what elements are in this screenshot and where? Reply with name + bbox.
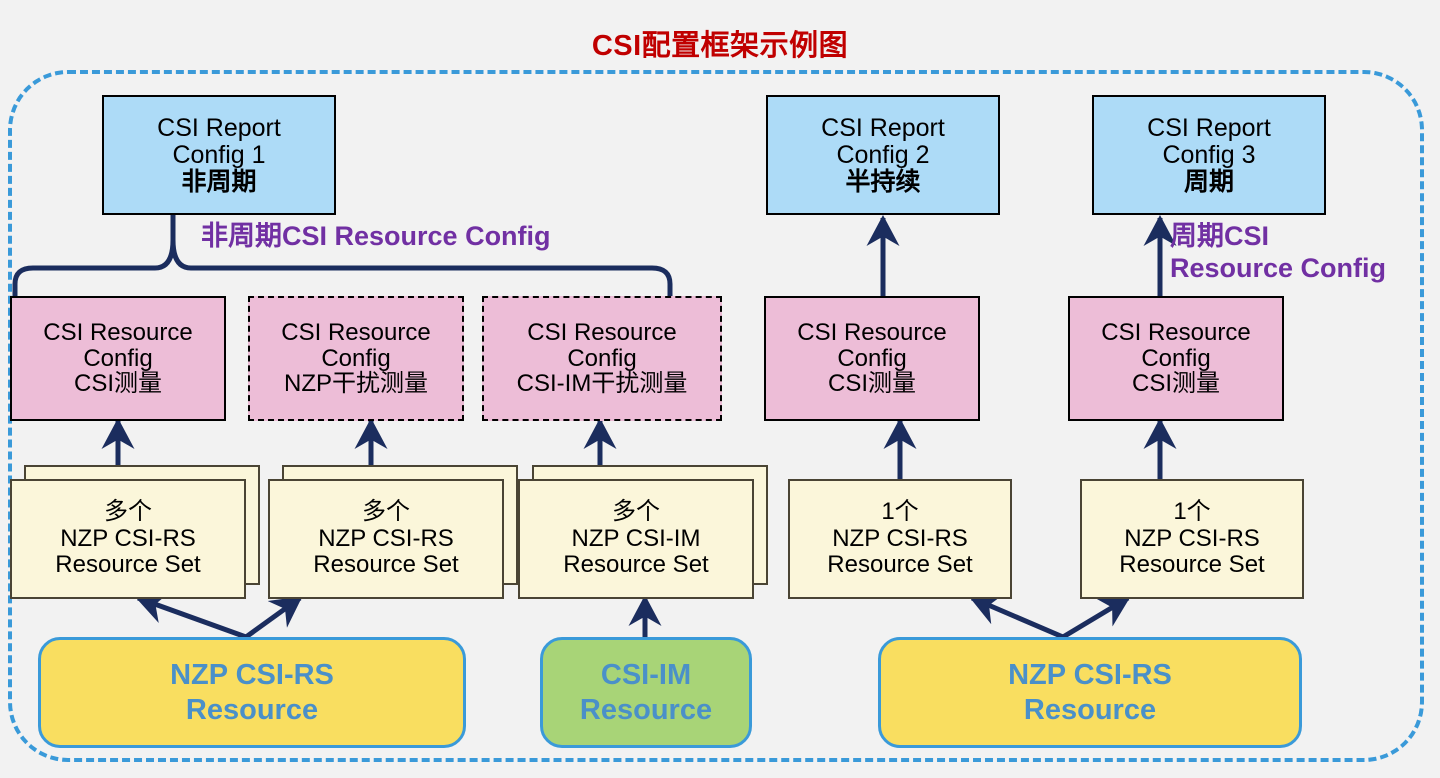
resource-line2: Resource	[185, 693, 319, 726]
nzp-csi-rs-resource-right[interactable]: NZP CSI-RS Resource	[878, 637, 1302, 748]
resource-set-line3: Resource Set	[563, 551, 709, 579]
report-title-line1: CSI Report	[157, 113, 281, 142]
rescfg-line1: CSI Resource	[527, 318, 677, 346]
aperiodic-group-label: 非周期CSI Resource Config	[201, 221, 551, 251]
rescfg-line1: CSI Resource	[797, 318, 947, 346]
rescfg-line1: CSI Resource	[43, 318, 193, 346]
report-title-line2: Config 2	[836, 140, 930, 169]
rescfg-purpose-3: CSI-IM干扰测量	[516, 370, 688, 398]
csi-resource-config-1[interactable]: CSI Resource Config CSI测量	[10, 296, 226, 421]
resource-set-group-4[interactable]: 1个 NZP CSI-RS Resource Set	[788, 465, 1024, 600]
rescfg-purpose-4: CSI测量	[827, 370, 916, 398]
resource-set-line2: NZP CSI-IM	[571, 524, 701, 552]
resource-line1: CSI-IM	[600, 659, 692, 692]
arrow-nzp-right-to-resset4	[969, 593, 1064, 640]
rescfg-purpose-2: NZP干扰测量	[284, 370, 428, 398]
resource-set-line2: NZP CSI-RS	[318, 524, 454, 552]
resource-line2: Resource	[579, 693, 713, 726]
rescfg-line1: CSI Resource	[281, 318, 431, 346]
resource-set-card-4[interactable]: 1个 NZP CSI-RS Resource Set	[788, 479, 1012, 599]
rescfg-line2: Config	[837, 344, 907, 372]
rescfg-line2: Config	[1141, 344, 1211, 372]
resource-set-card-3[interactable]: 多个 NZP CSI-IM Resource Set	[518, 479, 754, 599]
report-title-line1: CSI Report	[821, 113, 945, 142]
arrow-nzp-left-to-resset2	[244, 595, 303, 640]
csi-report-config-1[interactable]: CSI Report Config 1 非周期	[102, 95, 336, 215]
report-type-2: 半持续	[845, 167, 921, 196]
csi-resource-config-3[interactable]: CSI Resource Config CSI-IM干扰测量	[482, 296, 722, 421]
resource-set-count: 1个	[1173, 498, 1211, 526]
report-title-line1: CSI Report	[1147, 113, 1271, 142]
csi-report-config-3[interactable]: CSI Report Config 3 周期	[1092, 95, 1326, 215]
resource-set-count: 多个	[104, 498, 152, 526]
resource-set-line2: NZP CSI-RS	[60, 524, 196, 552]
resource-line1: NZP CSI-RS	[1008, 659, 1172, 692]
resource-set-card-1[interactable]: 多个 NZP CSI-RS Resource Set	[10, 479, 246, 599]
arrow-nzp-right-to-resset5	[1061, 595, 1131, 640]
resource-set-line3: Resource Set	[55, 551, 201, 579]
csi-im-resource[interactable]: CSI-IM Resource	[540, 637, 752, 748]
rescfg-line2: Config	[567, 344, 637, 372]
resource-set-line3: Resource Set	[313, 551, 459, 579]
csi-resource-config-2[interactable]: CSI Resource Config NZP干扰测量	[248, 296, 464, 421]
arrow-nzp-left-to-resset1	[135, 591, 247, 640]
resource-set-line3: Resource Set	[1119, 551, 1265, 579]
csi-report-config-2[interactable]: CSI Report Config 2 半持续	[766, 95, 1000, 215]
csi-resource-config-4[interactable]: CSI Resource Config CSI测量	[764, 296, 980, 421]
resource-set-card-2[interactable]: 多个 NZP CSI-RS Resource Set	[268, 479, 504, 599]
nzp-csi-rs-resource-left[interactable]: NZP CSI-RS Resource	[38, 637, 466, 748]
resource-line2: Resource	[1023, 693, 1157, 726]
resource-set-count: 多个	[362, 498, 410, 526]
report-type-3: 周期	[1183, 167, 1234, 196]
resource-set-group-2[interactable]: 多个 NZP CSI-RS Resource Set	[268, 465, 518, 600]
rescfg-line2: Config	[83, 344, 153, 372]
resource-set-card-5[interactable]: 1个 NZP CSI-RS Resource Set	[1080, 479, 1304, 599]
page-title: CSI配置框架示例图	[591, 30, 849, 62]
resource-set-group-3[interactable]: 多个 NZP CSI-IM Resource Set	[518, 465, 768, 600]
periodic-group-label: 周期CSI Resource Config	[1170, 221, 1387, 283]
rescfg-purpose-1: CSI测量	[73, 370, 162, 398]
rescfg-line1: CSI Resource	[1101, 318, 1251, 346]
report-title-line2: Config 3	[1162, 140, 1256, 169]
rescfg-purpose-5: CSI测量	[1131, 370, 1220, 398]
resource-set-line2: NZP CSI-RS	[832, 524, 968, 552]
resource-set-count: 多个	[612, 498, 660, 526]
report-title-line2: Config 1	[172, 140, 266, 169]
report-type-1: 非周期	[181, 167, 257, 196]
resource-set-line2: NZP CSI-RS	[1124, 524, 1260, 552]
rescfg-line2: Config	[321, 344, 391, 372]
resource-set-line3: Resource Set	[827, 551, 973, 579]
resource-set-count: 1个	[881, 498, 919, 526]
resource-set-group-5[interactable]: 1个 NZP CSI-RS Resource Set	[1080, 465, 1316, 600]
csi-resource-config-5[interactable]: CSI Resource Config CSI测量	[1068, 296, 1284, 421]
resource-line1: NZP CSI-RS	[170, 659, 334, 692]
resource-set-group-1[interactable]: 多个 NZP CSI-RS Resource Set	[10, 465, 260, 600]
